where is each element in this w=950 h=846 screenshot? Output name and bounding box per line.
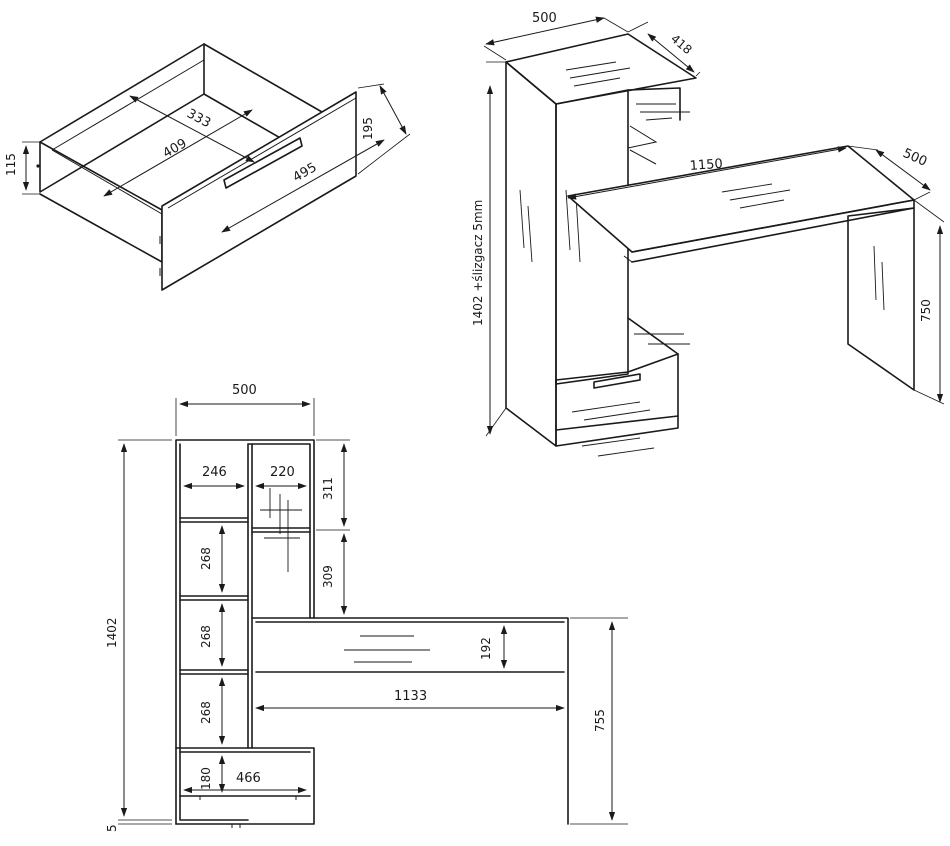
dim-left-shelf-width: 246 <box>202 465 227 480</box>
dim-iso-top-width: 500 <box>532 11 557 26</box>
drawer-isometric: 115 333 409 495 195 <box>4 43 411 291</box>
dim-desk-height: 755 <box>593 709 607 732</box>
desk-isometric: 500 418 1402 +ślizgacz 5mm 1150 500 750 <box>471 11 945 457</box>
dim-top-right-height: 311 <box>321 477 335 500</box>
dim-desk-apron: 192 <box>479 637 493 660</box>
dim-drawer-front-height: 195 <box>361 117 375 140</box>
dim-iso-desk-depth: 500 <box>900 146 929 170</box>
dim-iso-top-depth: 418 <box>668 32 695 57</box>
front-view: 500 246 220 311 309 268 268 268 180 466 … <box>105 383 628 832</box>
dim-drawer-front-height: 180 <box>199 767 213 790</box>
dim-iso-total-height: 1402 +ślizgacz 5mm <box>471 200 485 326</box>
dim-iso-desk-width: 1150 <box>689 157 723 174</box>
dim-shelf3-height: 268 <box>199 701 213 724</box>
dim-glide: 5 <box>105 824 119 832</box>
dim-mid-right-height: 309 <box>321 565 335 588</box>
dim-desk-inner-width: 1133 <box>394 689 427 704</box>
dim-shelf1-height: 268 <box>199 547 213 570</box>
dim-right-shelf-width: 220 <box>270 465 295 480</box>
dim-drawer-inner-width: 409 <box>161 136 190 161</box>
dim-front-width: 500 <box>232 383 257 398</box>
dim-iso-desk-height: 750 <box>919 299 933 322</box>
dim-shelf2-height: 268 <box>199 625 213 648</box>
dim-drawer-front-width: 466 <box>236 771 261 786</box>
dim-front-total-height: 1402 <box>105 617 119 648</box>
dim-drawer-height: 115 <box>4 153 18 176</box>
